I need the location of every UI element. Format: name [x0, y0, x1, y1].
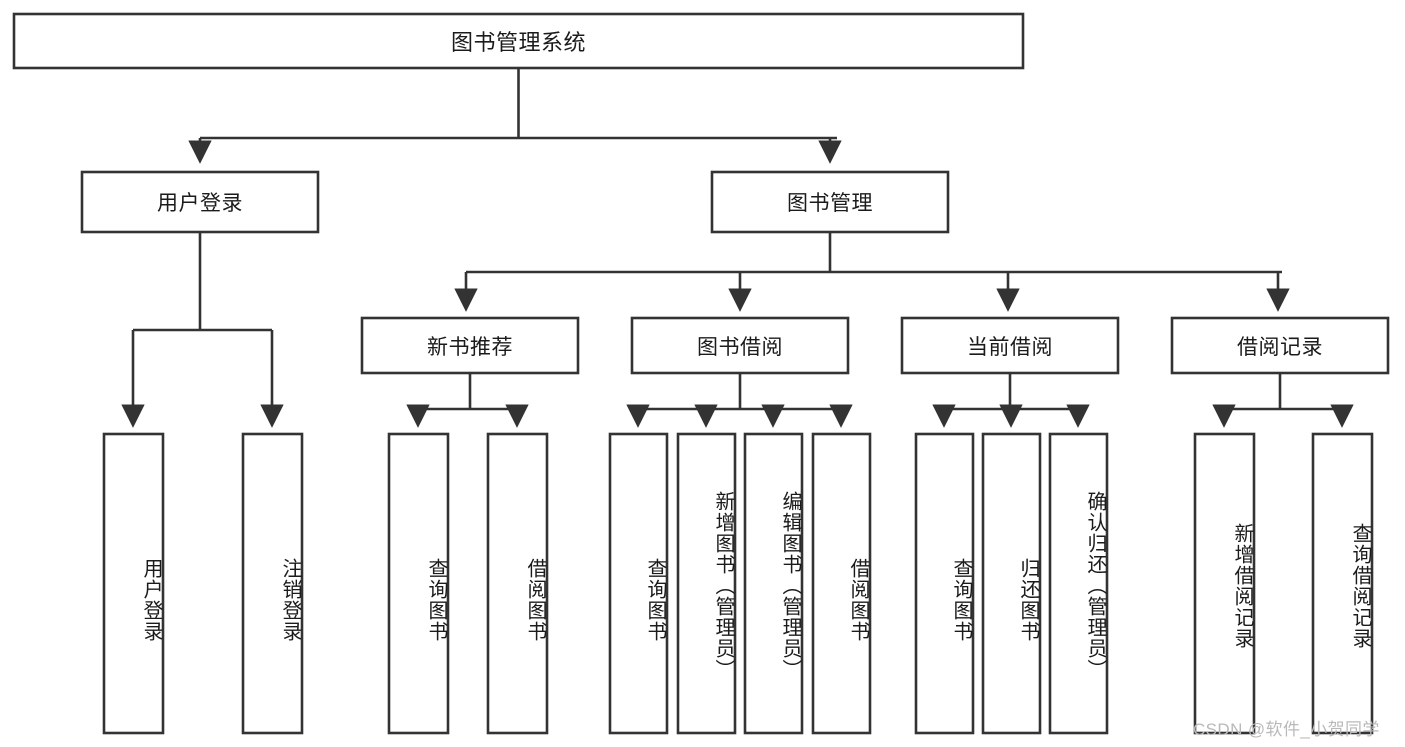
node-box-leaf-logout[interactable]: [241, 432, 304, 735]
node-box-leaf-confirm-return-admin[interactable]: [1048, 432, 1109, 735]
node-box-leaf-user-login[interactable]: [102, 432, 165, 735]
node-box-leaf-add-borrow-record[interactable]: [1193, 432, 1256, 735]
node-box-leaf-add-book-admin[interactable]: [676, 432, 737, 735]
node-box-user-login[interactable]: [80, 170, 320, 234]
node-box-book-borrow[interactable]: [630, 316, 850, 375]
connector-group-new-book-recommend: [406, 373, 529, 428]
node-box-leaf-query-book-borrow[interactable]: [608, 432, 669, 735]
node-box-book-management[interactable]: [710, 170, 950, 234]
connector-group-book-borrow: [626, 373, 853, 428]
connector-group-root: [188, 68, 842, 164]
node-box-leaf-borrow-book-rec[interactable]: [486, 432, 549, 735]
connector-group-borrow-record: [1212, 373, 1354, 428]
node-box-system-title[interactable]: [12, 12, 1025, 70]
connector-group-user-login: [121, 232, 284, 428]
node-box-leaf-borrow-book[interactable]: [811, 432, 872, 735]
node-box-current-borrow[interactable]: [900, 316, 1120, 375]
node-box-leaf-query-borrow-record[interactable]: [1311, 432, 1374, 735]
node-box-new-book-recommend[interactable]: [360, 316, 580, 375]
connector-group-current-borrow: [932, 373, 1090, 428]
node-box-leaf-return-book[interactable]: [981, 432, 1042, 735]
node-box-leaf-query-book-rec[interactable]: [387, 432, 450, 735]
node-box-borrow-record[interactable]: [1170, 316, 1390, 375]
connector-group-book-management: [454, 232, 1290, 312]
node-box-leaf-edit-book-admin[interactable]: [743, 432, 804, 735]
node-box-leaf-query-book-current[interactable]: [914, 432, 975, 735]
